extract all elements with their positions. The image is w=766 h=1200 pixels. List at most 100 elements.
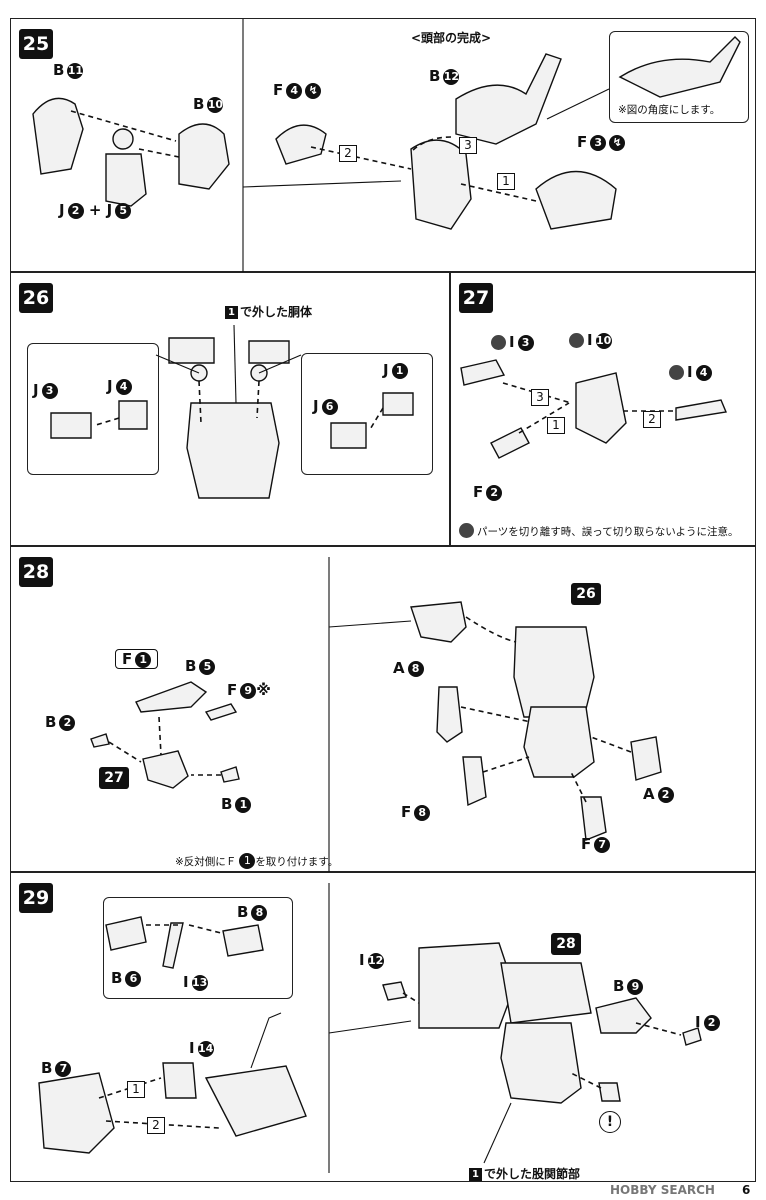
- part-letter: F: [401, 803, 412, 821]
- part-letter: B: [53, 61, 65, 79]
- part-number: 4: [115, 379, 132, 395]
- caution-icon: [669, 365, 684, 380]
- part-letter: J: [106, 201, 113, 219]
- step-27-illustration: [460, 359, 727, 459]
- part-letter: J: [59, 201, 65, 219]
- part-letter: I: [189, 1039, 195, 1057]
- caution-exclamation-icon: !: [599, 1111, 621, 1133]
- part-letter: B: [613, 977, 625, 995]
- part-number: 6: [321, 399, 338, 415]
- angle-inset: ※図の角度にします。: [609, 31, 749, 123]
- part-number: 3: [517, 335, 534, 351]
- part-number: 5: [115, 203, 132, 219]
- step-ref-number: 1: [225, 306, 238, 319]
- step-25-illustration: [32, 19, 617, 273]
- brand-watermark: HOBBY SEARCH: [610, 1183, 715, 1197]
- part-letter: F: [122, 650, 133, 668]
- part-number: 8: [251, 905, 268, 921]
- part-number: 2: [703, 1015, 720, 1031]
- step-number: 29: [19, 883, 53, 913]
- part-number: 13: [191, 975, 208, 991]
- part-number: 7: [55, 1061, 72, 1077]
- sub-assembly-inset: [103, 897, 293, 999]
- part-letter: I: [509, 333, 515, 351]
- part-number: 2: [59, 715, 76, 731]
- sequence-box: 3: [531, 389, 549, 406]
- part-number: 10: [595, 333, 612, 349]
- part-number: 7: [594, 837, 611, 853]
- step-ref-27: 27: [99, 767, 129, 789]
- plus-sign: +: [88, 201, 102, 219]
- part-letter: A: [393, 659, 405, 677]
- part-number: 12: [367, 953, 384, 969]
- step-29-illustration: [38, 883, 702, 1173]
- asterisk-mark: ※: [256, 681, 271, 699]
- head-complete-title: <頭部の完成>: [411, 31, 492, 45]
- step-ref-26: 26: [571, 583, 601, 605]
- part-letter: B: [221, 795, 233, 813]
- step-number: 28: [19, 557, 53, 587]
- step-26-illustration: [50, 324, 414, 499]
- part-number: 1: [235, 797, 252, 813]
- part-number: 12: [443, 69, 460, 85]
- caution-text: パーツを切り離す時、誤って切り取らないように注意。: [477, 526, 739, 538]
- hip-note-text: で外した股関節部: [484, 1167, 581, 1181]
- step-number: 25: [19, 29, 53, 59]
- step-ref-number: 1: [469, 1168, 482, 1181]
- part-letter: J: [313, 397, 319, 415]
- part-letter: F: [581, 835, 592, 853]
- part-letter: I: [687, 363, 693, 381]
- part-number: 8: [414, 805, 431, 821]
- part-letter: B: [41, 1059, 53, 1077]
- sequence-box: 1: [497, 173, 515, 190]
- sequence-box: 1: [547, 417, 565, 434]
- part-number: 5: [199, 659, 216, 675]
- part-letter: F: [577, 133, 588, 151]
- sequence-box: 2: [147, 1117, 165, 1134]
- step-number: 27: [459, 283, 493, 313]
- part-letter: I: [359, 951, 365, 969]
- part-number: 8: [407, 661, 424, 677]
- paint-swirl-icon: ↯: [609, 135, 626, 151]
- part-number: 2: [486, 485, 503, 501]
- head-angle-illustration: [618, 36, 741, 98]
- part-number: 14: [197, 1041, 214, 1057]
- part-number: 11: [67, 63, 84, 79]
- part-letter: B: [193, 95, 205, 113]
- note-text-post: を取り付けます。: [255, 856, 339, 868]
- page-number: 6: [742, 1183, 751, 1197]
- caution-icon: [459, 523, 474, 538]
- caution-icon: [491, 335, 506, 350]
- part-letter: B: [185, 657, 197, 675]
